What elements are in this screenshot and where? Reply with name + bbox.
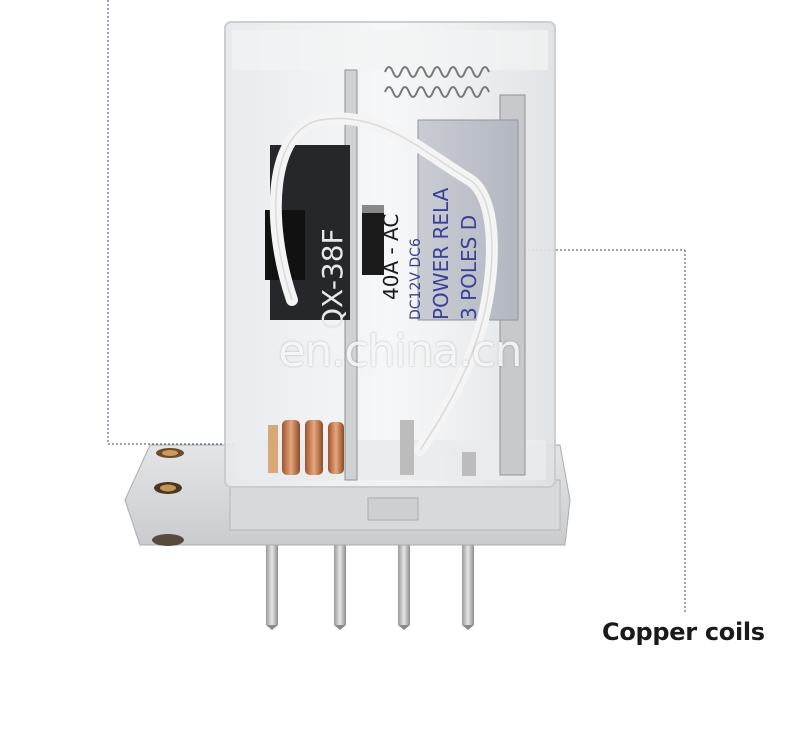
pin-2 (334, 525, 346, 625)
pin-1 (266, 525, 278, 625)
rating-print: 40A - AC (379, 214, 403, 300)
copper-coils-label: Copper coils (602, 618, 765, 646)
side-print-3: 3 POLES D (457, 215, 481, 320)
diode (362, 205, 384, 275)
copper-coils (268, 420, 476, 476)
relay-internals: QX-38F 40A - AC DC12V DC6 POWER RELA 3 P… (265, 66, 526, 481)
callout-lines (107, 0, 686, 612)
spring (384, 66, 490, 98)
relay-pins (266, 525, 474, 630)
pin-4 (462, 525, 474, 625)
side-print-2: POWER RELA (429, 187, 453, 320)
pin-3 (398, 525, 410, 625)
model-print: QX-38F (316, 228, 349, 330)
side-print-1: DC12V DC6 (408, 238, 424, 320)
